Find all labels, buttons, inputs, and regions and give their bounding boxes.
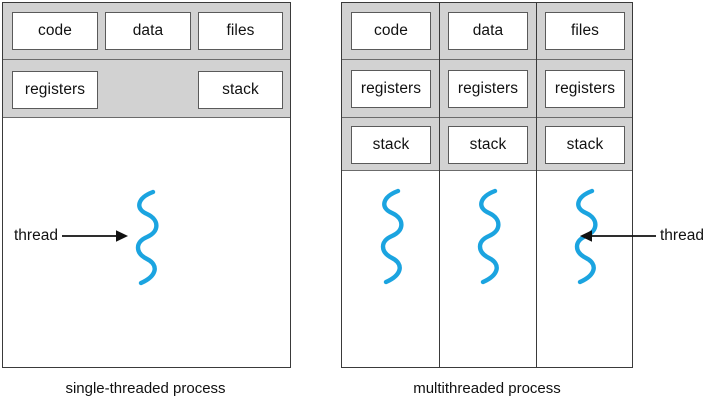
single-data-label: data <box>132 22 164 40</box>
multi-data-box: data <box>448 12 528 50</box>
multi-registers-box-2: registers <box>448 70 528 108</box>
multi-data-label: data <box>472 22 504 40</box>
single-code-label: code <box>37 22 72 40</box>
multi-column-separator-1 <box>439 3 440 367</box>
multi-registers-label-3: registers <box>554 80 616 98</box>
multi-registers-box-1: registers <box>351 70 431 108</box>
multi-stack-label-3: stack <box>566 136 604 154</box>
single-stack-box: stack <box>198 71 283 109</box>
multi-registers-label-1: registers <box>360 80 422 98</box>
single-stack-label: stack <box>222 81 259 99</box>
multi-stack-label-1: stack <box>372 136 410 154</box>
multi-files-label: files <box>570 22 600 40</box>
multi-stack-box-1: stack <box>351 126 431 164</box>
single-threaded-process-panel: code data files registers stack <box>2 2 291 368</box>
multithreaded-process-panel: code data files registers registers regi… <box>341 2 633 368</box>
single-registers-label: registers <box>24 81 86 99</box>
multi-thread-area <box>342 171 632 367</box>
multi-code-label: code <box>373 22 408 40</box>
single-registers-box: registers <box>12 71 98 109</box>
multi-files-box: files <box>545 12 625 50</box>
multi-registers-label-2: registers <box>457 80 519 98</box>
multi-stack-label-2: stack <box>469 136 507 154</box>
single-threaded-caption: single-threaded process <box>65 380 226 397</box>
single-code-box: code <box>12 12 98 50</box>
single-files-box: files <box>198 12 283 50</box>
multi-stack-box-3: stack <box>545 126 625 164</box>
multi-registers-box-3: registers <box>545 70 625 108</box>
single-data-box: data <box>105 12 191 50</box>
multithreaded-caption: multithreaded process <box>413 380 561 397</box>
multi-code-box: code <box>351 12 431 50</box>
multi-stack-box-2: stack <box>448 126 528 164</box>
multi-column-separator-2 <box>536 3 537 367</box>
single-thread-annotation-label: thread <box>14 227 58 244</box>
single-files-label: files <box>226 22 255 40</box>
multi-thread-annotation-label: thread <box>660 227 704 244</box>
